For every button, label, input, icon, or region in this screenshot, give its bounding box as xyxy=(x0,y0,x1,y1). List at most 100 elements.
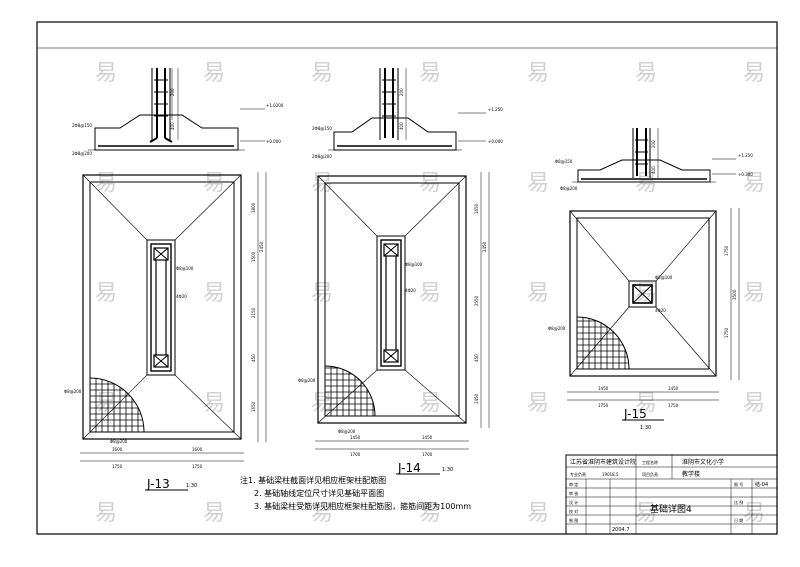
j14-plan-label-2: 4Φ20 xyxy=(405,288,416,293)
j15-top-dim-b: 400 xyxy=(651,166,656,174)
j14-section-label-1: 2Φ8@150 xyxy=(312,126,332,131)
watermark-glyph: 易 xyxy=(311,501,333,526)
watermark-glyph: 易 xyxy=(311,61,333,86)
j13-hdim-2: 1600 xyxy=(192,447,203,452)
row-label-3: 设 计 xyxy=(569,499,578,505)
watermark-glyph: 易 xyxy=(203,281,225,306)
drawing-date: 2004.7 xyxy=(612,527,630,533)
watermark-glyph: 易 xyxy=(203,171,225,196)
j14-top-dim-a: 200 xyxy=(399,88,404,96)
watermark-glyph: 易 xyxy=(743,61,765,86)
j13-top-dim-b: 400 xyxy=(170,122,175,130)
j13-vdim-1: 1800 xyxy=(251,202,256,213)
j13-top-dim-a: 200 xyxy=(170,88,175,96)
j13-title: J-13 xyxy=(146,477,170,491)
j14-vdim-5: 2450 xyxy=(482,241,487,252)
j13-scale: 1:30 xyxy=(186,483,197,489)
j14-hdim-1: 1450 xyxy=(350,435,361,440)
j14-hdim-4: 1700 xyxy=(422,452,433,457)
watermark-glyph: 易 xyxy=(95,281,117,306)
note-1: 注1. 基础梁柱截面详见相应框架柱配筋图 xyxy=(240,475,386,485)
j15-vdim-2: 1750 xyxy=(724,327,729,338)
title-col-5: 比 例 xyxy=(734,499,743,505)
j15-hdim-2: 1450 xyxy=(668,386,679,391)
j13-section-label-2: +1.0200 xyxy=(266,103,284,108)
j14-section-view: 200 400 2Φ8@150 +1.250 +0.000 2Φ8@200 xyxy=(312,68,503,159)
j15-section-label-1: Φ8@150 xyxy=(555,159,573,164)
footing-j13: 200 400 2Φ8@150 +1.0200 +0.000 2Φ8@200 xyxy=(64,68,284,491)
watermark-glyph: 易 xyxy=(635,171,657,196)
j13-hdim-3: 1750 xyxy=(112,464,123,469)
drawing-title: 基础详图4 xyxy=(650,503,692,515)
j14-plan-label-3: Φ8@200 xyxy=(298,378,316,383)
j14-vdim-4: 1450 xyxy=(474,393,479,404)
title-col-6: 日 期 xyxy=(734,517,743,523)
j13-plan-label-2: 4Φ20 xyxy=(176,294,187,299)
watermark-glyph: 易 xyxy=(419,391,441,416)
j14-rebar-mesh xyxy=(324,365,376,417)
j15-hdim-1: 1450 xyxy=(598,386,609,391)
watermark-glyph: 易 xyxy=(95,171,117,196)
title-col-4: 图 号 xyxy=(734,481,743,487)
j14-vdim-1: 1650 xyxy=(474,203,479,214)
cutaway-arc xyxy=(576,316,630,370)
j15-section-label-2: +1.250 xyxy=(738,153,753,158)
j14-hdim-2: 1450 xyxy=(422,435,433,440)
j15-plan-label-3: Φ8@200 xyxy=(548,326,566,331)
j15-section-label-4: Φ8@200 xyxy=(560,186,578,191)
j15-vdim-1: 1750 xyxy=(724,245,729,256)
j14-hdim-3: 1700 xyxy=(350,452,361,457)
watermark-glyph: 易 xyxy=(95,501,117,526)
watermark-glyph: 易 xyxy=(527,171,549,196)
sheet-border xyxy=(36,21,778,535)
watermark-glyph: 易 xyxy=(527,501,549,526)
building-name: 教学楼 xyxy=(682,470,700,478)
title-block: 江苏省淮阴市建筑设计院 工程名称 淮阴市文化小学 项目负责 教学楼 专业负责 1… xyxy=(565,454,778,535)
watermark-glyph: 易 xyxy=(311,281,333,306)
j15-hdim-4: 1750 xyxy=(668,403,679,408)
title-col-1: 工程名称 xyxy=(642,459,658,465)
j13-vdim-6: 2450 xyxy=(259,241,264,252)
j13-section-label-4: 2Φ8@200 xyxy=(72,151,92,156)
watermark-glyph: 易 xyxy=(419,501,441,526)
j13-vdim-2: 1500 xyxy=(251,251,256,262)
watermark-glyph: 易 xyxy=(95,61,117,86)
watermark-glyph: 易 xyxy=(203,501,225,526)
j14-section-label-3: +0.000 xyxy=(488,139,503,144)
cutaway-arc xyxy=(89,377,145,433)
j14-top-dim-b: 400 xyxy=(399,122,404,130)
j13-plan-label-1: Φ8@100 xyxy=(176,266,194,271)
j15-title: J-15 xyxy=(623,407,647,421)
j15-section-view: 200 400 Φ8@150 +1.250 +0.300 Φ8@200 xyxy=(555,128,753,191)
j15-section-label-3: +0.300 xyxy=(738,172,753,177)
institute-name: 江苏省淮阴市建筑设计院 xyxy=(570,458,636,466)
watermark-glyph: 易 xyxy=(743,171,765,196)
watermark-glyph: 易 xyxy=(743,391,765,416)
j13-section-view: 200 400 2Φ8@150 +1.0200 +0.000 2Φ8@200 xyxy=(72,68,284,156)
watermark-glyph: 易 xyxy=(419,61,441,86)
j15-scale: 1:30 xyxy=(640,425,651,431)
j13-hdim-1: 1600 xyxy=(112,447,123,452)
watermark-glyph: 易 xyxy=(635,391,657,416)
j15-plan-label-2: 4Φ20 xyxy=(655,308,666,313)
row-label-1: 审 定 xyxy=(569,481,578,487)
drawing-number: 结-04 xyxy=(755,481,768,488)
project-name: 淮阴市文化小学 xyxy=(682,458,724,466)
j14-vdim-3: 450 xyxy=(474,354,479,362)
title-col-3: 专业负责 xyxy=(570,471,586,477)
j14-plan-label-1: Φ8@100 xyxy=(405,262,423,267)
j15-hdim-3: 1750 xyxy=(598,403,609,408)
j13-section-label-1: 2Φ8@150 xyxy=(72,123,92,128)
cutaway-arc xyxy=(324,365,376,417)
j13-plan-label-4: Φ8@200 xyxy=(110,439,128,444)
note-2: 2. 基础轴线定位尺寸详见基础平面图 xyxy=(254,488,384,498)
j14-plan-view: Φ8@100 4Φ20 Φ8@200 Φ8@200 1650 2550 450 … xyxy=(298,172,490,457)
j14-vdim-2: 2550 xyxy=(474,295,479,306)
watermark-glyph: 易 xyxy=(527,281,549,306)
j13-vdim-4: 450 xyxy=(251,354,256,362)
j15-vdim-3: 3500 xyxy=(732,289,737,300)
j14-plan-label-4: Φ8@200 xyxy=(338,429,356,434)
general-notes: 注1. 基础梁柱截面详见相应框架柱配筋图 2. 基础轴线定位尺寸详见基础平面图 … xyxy=(240,475,471,511)
j13-vdim-3: 2150 xyxy=(251,307,256,318)
